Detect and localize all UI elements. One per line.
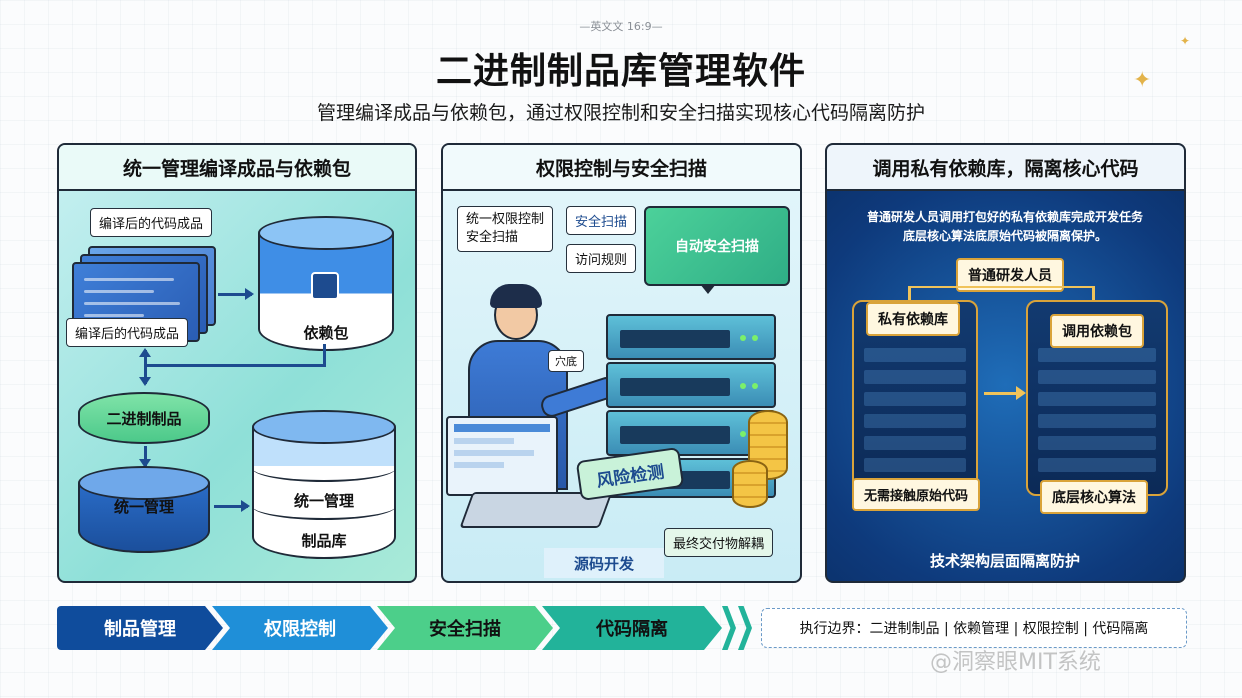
unified-right-label: 统一管理 — [293, 492, 354, 510]
label-compiled-artifacts-top: 编译后的代码成品 — [90, 208, 213, 237]
server-unit-3 — [606, 410, 776, 456]
flow-step-1-label: 制品管理 — [104, 619, 176, 640]
monitor-text: 自动安全扫描 — [675, 239, 759, 255]
sparkle-icon: ✦ — [1133, 68, 1152, 93]
panel3-title: 调用私有依赖库，隔离核心代码 — [827, 145, 1184, 191]
repository-cylinder: 统一管理 制品库 — [252, 410, 396, 560]
server-unit-2 — [606, 362, 776, 408]
arrow-artifacts-to-dependency — [218, 288, 254, 300]
unified-cylinder-left: 统一管理 — [78, 466, 210, 554]
arrow-unified-to-repo — [214, 500, 250, 512]
page-title: 二进制制品库管理软件 — [435, 51, 806, 92]
connector-developer-h — [908, 286, 1095, 288]
flow-step-2-label: 权限控制 — [264, 619, 336, 640]
coin-stack-2 — [732, 460, 768, 508]
dependency-label: 依赖包 — [303, 324, 349, 342]
unified-left-label: 统一管理 — [113, 498, 174, 516]
isolation-arrow — [984, 392, 1020, 395]
label-unified-access: 统一权限控制 安全扫描 — [457, 206, 554, 252]
panel3-desc-line2: 底层核心算法底原始代码被隔离保护。 — [902, 229, 1107, 243]
panel3-footer: 技术架构层面隔离防护 — [929, 552, 1080, 570]
private-repo-label: 私有依赖库 — [866, 302, 960, 336]
flow-step-security-scan: 安全扫描 — [377, 606, 553, 650]
sparkle-small-icon: ✦ — [1180, 34, 1191, 48]
flow-step-artifact-mgmt: 制品管理 — [57, 606, 223, 650]
small-tag: 穴底 — [548, 350, 584, 372]
arrow-binary-to-unified — [139, 446, 151, 468]
watermark: @洞察眼MIT系统 — [930, 650, 1101, 675]
label-deliverable: 最终交付物解耦 — [664, 528, 774, 557]
connector-vertical — [323, 344, 326, 366]
core-algo-label: 底层核心算法 — [1040, 480, 1148, 514]
flow-step-access-control: 权限控制 — [212, 606, 388, 650]
label-security-scan: 安全扫描 — [566, 206, 637, 235]
connector-dependency-to-artifacts — [146, 364, 326, 367]
binary-artifact-pill: 二进制制品 — [78, 392, 210, 444]
connector-developer-left — [908, 286, 911, 306]
panel3-desc-line1: 普通研发人员调用打包好的私有依赖库完成开发任务 — [866, 210, 1143, 224]
no-source-label: 无需接触原始代码 — [852, 478, 981, 511]
scan-monitor: 自动安全扫描 — [644, 206, 790, 286]
flow-step-code-isolation: 代码隔离 — [542, 606, 722, 650]
chevron-icon-2 — [738, 606, 752, 650]
repository-label: 制品库 — [301, 532, 347, 550]
document-icon — [311, 272, 339, 300]
source-dev-label: 源码开发 — [573, 554, 634, 573]
dependency-cylinder: 依赖包 — [258, 216, 394, 352]
flow-step-3-label: 安全扫描 — [429, 619, 501, 640]
monitor-pointer — [700, 284, 716, 294]
aspect-tag: —英文文 16:9— — [579, 20, 663, 33]
connector-developer-right — [1092, 286, 1095, 306]
risk-label: 风险检测 — [595, 461, 666, 492]
execution-boundary: 执行边界：二进制制品 | 依赖管理 | 权限控制 | 代码隔离 — [761, 608, 1187, 648]
page-subtitle: 管理编译成品与依赖包，通过权限控制和安全扫描实现核心代码隔离防护 — [316, 102, 925, 124]
label-access-rules: 访问规则 — [566, 244, 637, 273]
source-dev-banner: 源码开发 — [544, 548, 664, 578]
isolation-arrow-head — [1016, 386, 1026, 400]
person-hair — [490, 284, 542, 308]
binary-label: 二进制制品 — [106, 409, 182, 428]
panel1-title: 统一管理编译成品与依赖包 — [59, 145, 415, 191]
flow-step-4-label: 代码隔离 — [596, 619, 668, 640]
call-dep-label: 调用依赖包 — [1050, 314, 1144, 348]
chevron-icon-1 — [722, 606, 736, 650]
panel2-title: 权限控制与安全扫描 — [443, 145, 800, 191]
arrow-artifacts-binary — [139, 348, 151, 386]
server-unit-1 — [606, 314, 776, 360]
laptop-screen — [446, 416, 558, 496]
label-compiled-artifacts: 编译后的代码成品 — [66, 318, 189, 347]
